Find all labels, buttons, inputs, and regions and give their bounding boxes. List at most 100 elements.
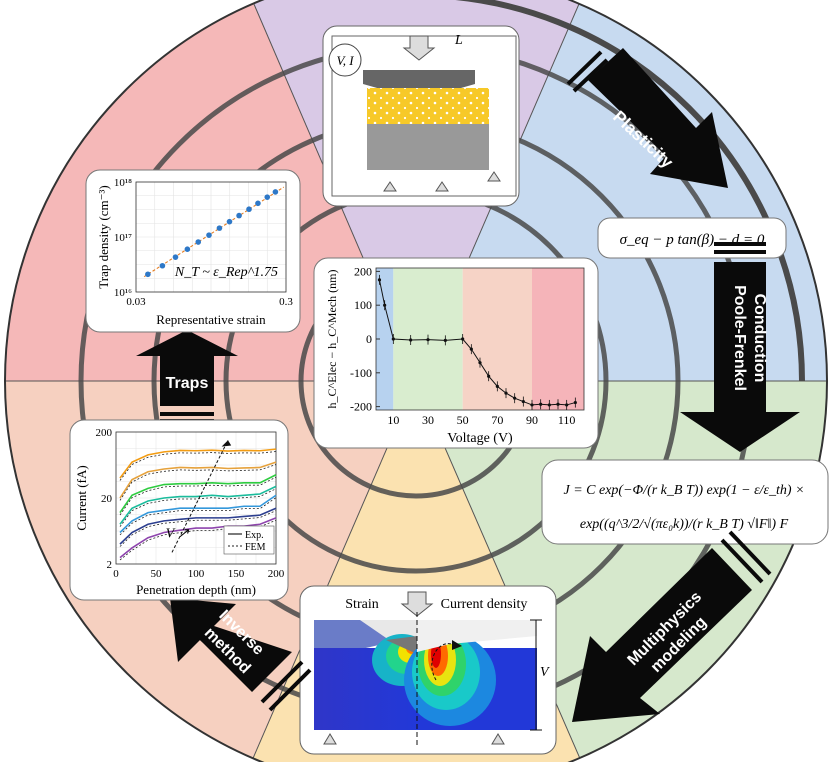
series-exp-line [119,494,277,534]
x-tick-label: 50 [457,413,469,427]
series-exp-line [119,485,277,525]
x-tick-label: 0.3 [279,296,293,308]
y-tick-label: 10¹⁷ [114,232,132,244]
x-axis-label: Penetration depth (nm) [136,582,256,597]
series-exp-line [119,507,277,545]
series-fem-line [119,497,277,536]
conduction-label-line1: Poole-Frenkel [731,285,748,391]
data-point [391,337,395,341]
data-point [377,278,382,282]
series-exp-line [119,448,277,479]
voltage-region [376,268,394,410]
data-point [264,194,271,200]
series-fem-line [119,464,277,501]
data-point [539,402,543,406]
fem-simulation-panel: Strain Current density V [299,585,557,755]
conduction-arrow: Poole-Frenkel Conduction [680,242,800,452]
legend-exp-label: Exp. [245,530,264,541]
x-tick-label: 110 [558,413,576,427]
series-fem-line [119,451,277,481]
fit-line [143,186,285,278]
data-point [206,232,212,238]
x-tick-label: 0.03 [126,296,146,308]
thin-film-layer [367,88,489,124]
outer-circle [4,0,828,762]
fem-load-arrow [400,591,434,617]
data-point [159,262,166,269]
y-tick-label: -200 [350,400,372,414]
y-tick-label: 10¹⁶ [114,287,132,299]
data-point [521,399,525,404]
x-tick-label: 70 [491,413,503,427]
plot-frame [115,431,277,565]
legend-fem-label: FEM [245,542,266,553]
x-tick-label: 10 [387,413,399,427]
x-tick-label: 0 [113,568,119,580]
data-point [504,391,508,395]
x-tick-label: 90 [526,413,538,427]
data-point [216,225,223,231]
traps-label: Traps [166,375,209,392]
data-point [478,361,482,365]
data-point [226,218,233,225]
trend-arrow-head [221,440,232,447]
outer-arc [415,0,805,382]
x-tick-label: 150 [228,568,245,580]
y-tick-label: -100 [350,366,372,380]
current-equation-line1: J = C exp(−Φ/(r k_B T)) exp(1 − ε/ε_th) … [563,483,804,498]
x-tick-label: 100 [188,568,205,580]
trend-arrow [171,440,229,553]
data-point [409,338,413,342]
source-label: V, I [336,53,354,68]
data-point [530,403,534,407]
support-markers [383,171,501,192]
data-point [565,403,569,407]
series-exp-line [119,474,277,514]
trend-annotation: V ↗ [166,527,190,542]
x-axis-label: Representative strain [156,312,266,327]
x-tick-label: 50 [151,568,163,580]
current-equation-box: J = C exp(−Φ/(r k_B T)) exp(1 − ε/ε_th) … [541,459,829,545]
load-label: L [454,33,463,48]
data-point [172,254,179,260]
conduction-label-line2: Conduction [751,294,768,383]
voltage-symbol: V [540,665,550,680]
source-meter-symbol [328,43,362,77]
series-fem-line [119,510,277,547]
data-point [443,338,447,342]
x-axis-label: Voltage (V) [447,431,513,446]
y-axis-label: Trap density (cm⁻³) [96,185,111,288]
series-exp-line [119,517,277,559]
x-tick-label: 30 [422,413,434,427]
y-tick-label: 20 [101,493,113,505]
y-tick-label: 2 [107,559,113,571]
data-point [426,338,430,342]
y-tick-label: 10¹⁸ [114,177,132,189]
data-point [383,303,387,307]
data-point [145,271,151,278]
y-axis-label: h_C^Elec − h_C^Mech (nm) [325,269,339,408]
indentation-setup-panel: V, I L [322,25,520,207]
data-point [461,337,465,341]
y-tick-label: 200 [96,427,113,439]
data-point [236,212,242,219]
substrate-block [367,124,489,170]
data-point [184,246,191,253]
fit-annotation: N_T ~ ε_Rep^1.75 [174,265,278,280]
yield-criterion-box: σ_eq − p tan(β) − d = 0 [597,217,787,259]
y-axis-label: Current (fA) [74,465,89,530]
plot-frame [135,181,287,293]
data-point [246,206,252,213]
series-fem-line [119,488,277,527]
data-point [513,396,517,400]
data-point [469,347,473,351]
voltage-region [532,268,584,410]
data-point [573,400,577,405]
y-tick-label: 200 [354,264,372,278]
